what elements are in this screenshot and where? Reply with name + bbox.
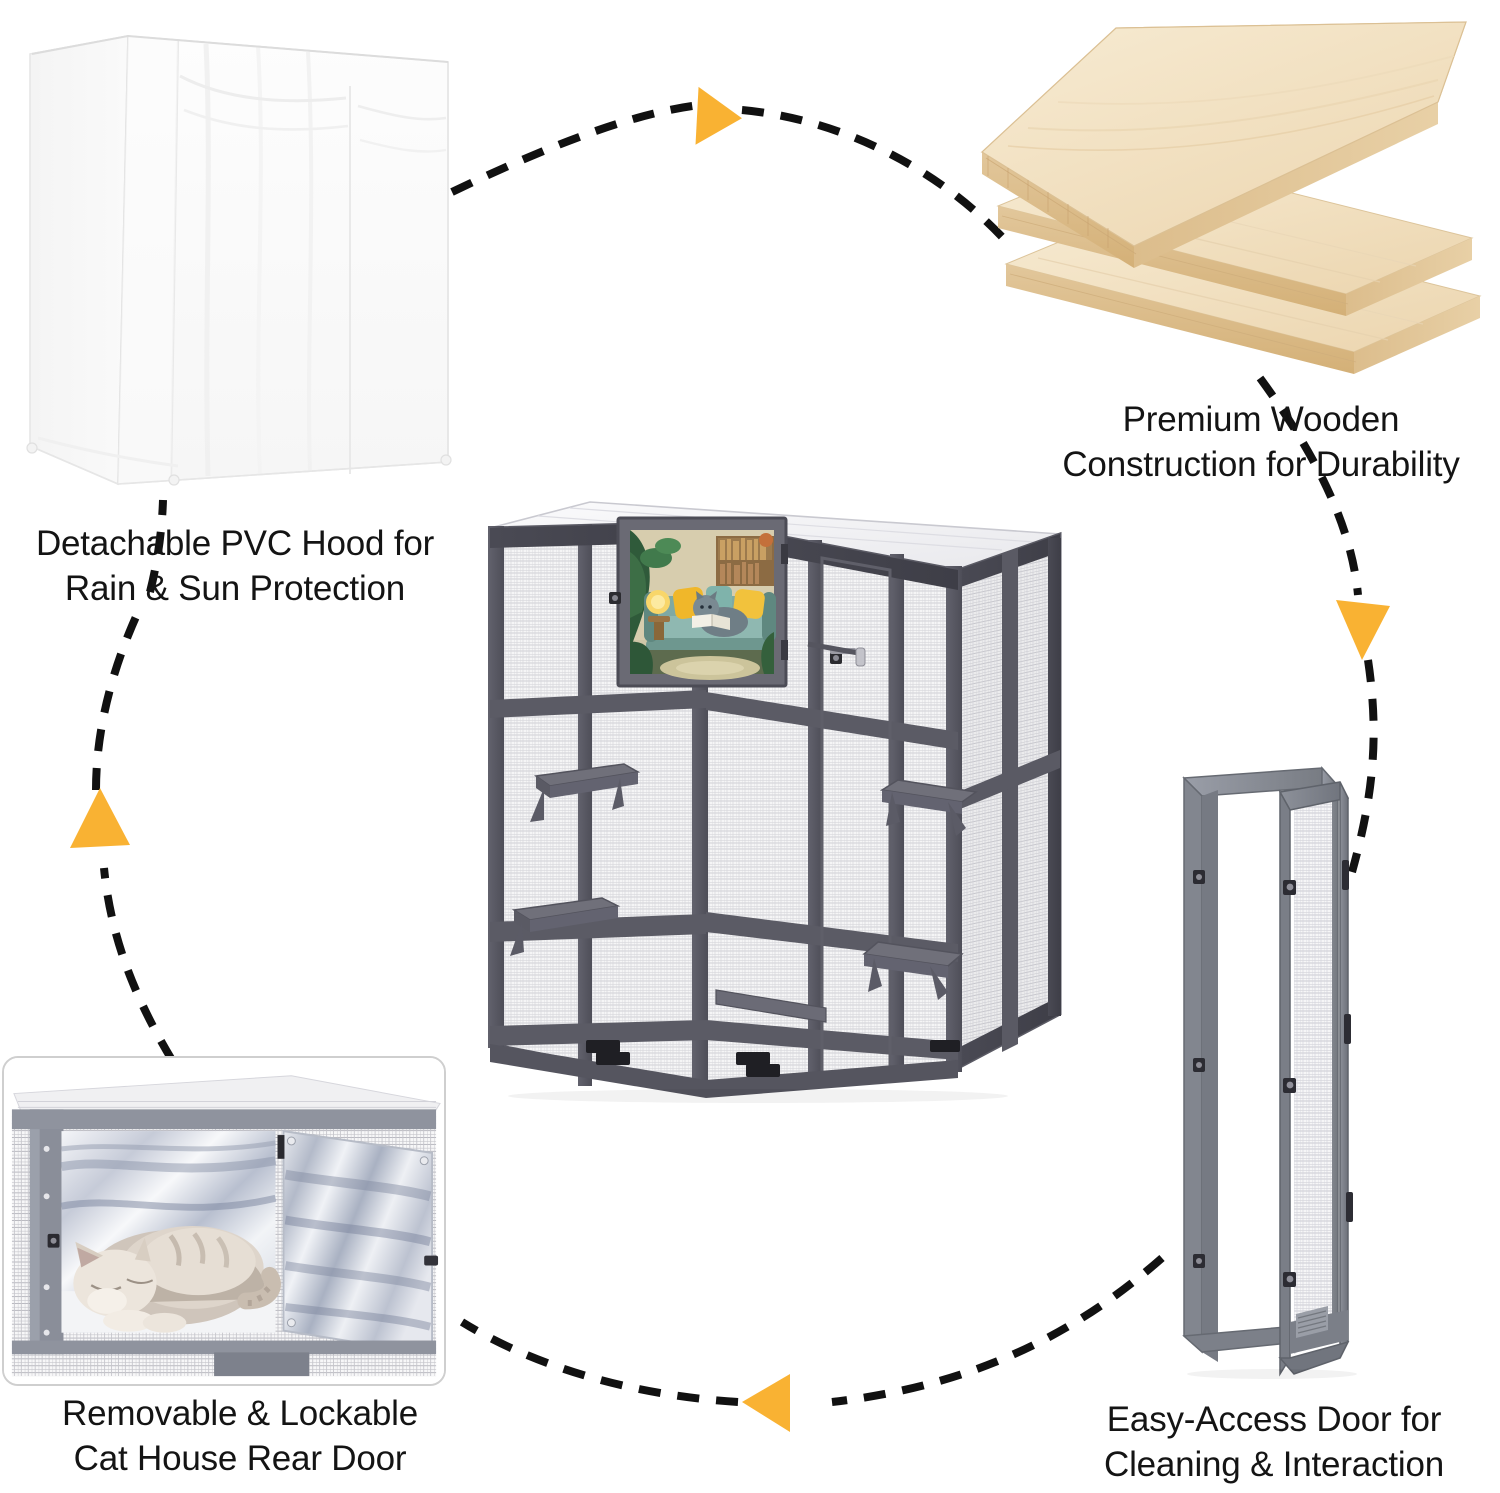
cat-shelves bbox=[510, 763, 978, 1023]
dash-path-left-upper bbox=[92, 606, 144, 791]
wooden-planks-illustration bbox=[980, 21, 1482, 374]
dash-path-bottom-left bbox=[459, 1318, 739, 1406]
dash-path-top bbox=[450, 101, 701, 196]
easy-access-door-image bbox=[1162, 762, 1492, 1382]
arrow-to-rear-door bbox=[742, 1374, 790, 1432]
arrow-to-pvc-hood bbox=[70, 788, 130, 848]
wooden-planks-image bbox=[968, 6, 1498, 386]
bottom-hinges bbox=[586, 1040, 960, 1077]
dash-path-bottom-right bbox=[831, 1254, 1165, 1406]
catio-product-image bbox=[478, 492, 1068, 1104]
caption-detachable-pvc-hood: Detachable PVC Hood for Rain & Sun Prote… bbox=[35, 524, 435, 608]
pvc-hood-illustration bbox=[26, 34, 452, 486]
caption-removable-lockable-rear-door: Removable & Lockable Cat House Rear Door bbox=[62, 1394, 418, 1478]
pvc-hood-image bbox=[8, 14, 463, 514]
caption-premium-wooden-construction: Premium Wooden Construction for Durabili… bbox=[1062, 400, 1460, 484]
caption-easy-access-door: Easy-Access Door for Cleaning & Interact… bbox=[1104, 1400, 1444, 1484]
sleeping-cat bbox=[73, 1225, 281, 1333]
dash-path-top-2 bbox=[741, 106, 1008, 243]
dash-path-left-lower bbox=[100, 867, 176, 1063]
catio-illustration bbox=[488, 501, 1062, 1103]
access-door-illustration bbox=[1182, 766, 1357, 1379]
cat-house-window-door bbox=[609, 516, 788, 688]
arrow-to-wooden-construction bbox=[695, 86, 742, 145]
rear-door-photo-content bbox=[4, 1058, 444, 1384]
arrow-to-access-door bbox=[1336, 600, 1390, 660]
cat-house-rear-door-photo bbox=[2, 1056, 446, 1386]
